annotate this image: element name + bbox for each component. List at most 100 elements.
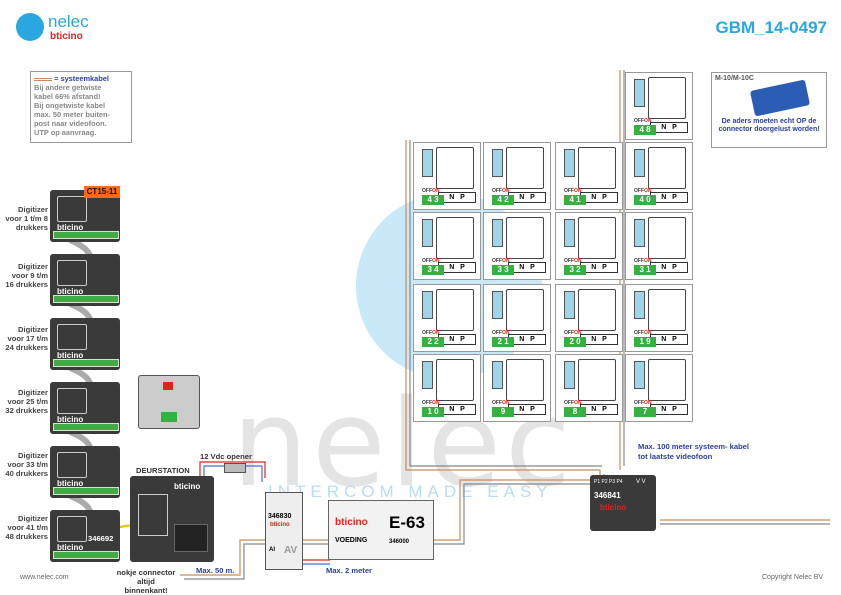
note-line: systeemkabel (60, 74, 109, 83)
unit-number: 1 9 (634, 337, 656, 347)
unit-number: 3 1 (634, 265, 656, 275)
part-number: 346692 (88, 534, 114, 543)
door-station-title: DEURSTATION (136, 466, 190, 475)
module-346841: P1 P2 P3 P4 V V 346841 bticino (590, 475, 656, 531)
digitizer-label: Digitizer voor 33 t/m 40 drukkers (5, 451, 48, 478)
unit-number: 1 0 (422, 407, 444, 417)
unit-number: 4 1 (564, 195, 586, 205)
terminal-block-icon (422, 291, 433, 319)
power-supply: bticino E-63 VOEDING 346000 (328, 500, 434, 560)
terminal-block-icon (564, 361, 575, 389)
digitizer-module: bticino (50, 190, 120, 242)
unit-number: 4 0 (634, 195, 656, 205)
logo-icon (16, 13, 44, 41)
legend-note: = systeemkabel Bij andere getwiste kabel… (30, 71, 132, 143)
digitizer-label: Digitizer voor 25 t/m 32 drukkers (5, 388, 48, 415)
handset-icon (506, 147, 544, 189)
terminal-block-icon (422, 149, 433, 177)
note-line: Bij ongetwiste kabel (34, 101, 106, 110)
digitizer-module: bticino (50, 382, 120, 434)
digitizer-label: Digitizer voor 17 t/m 24 drukkers (5, 325, 48, 352)
distance-label: Max. 100 meter systeem- kabel tot laatst… (638, 442, 750, 461)
brand-name: nelec (48, 12, 89, 31)
terminal-block-icon (492, 149, 503, 177)
watermark-tagline: INTERCOM MADE EASY (268, 482, 553, 501)
unit-number: 2 1 (492, 337, 514, 347)
handset-icon (578, 147, 616, 189)
website-link[interactable]: www.nelec.com (20, 574, 69, 581)
handset-icon (436, 289, 474, 331)
distance-label: Max. 50 m. (196, 566, 235, 575)
nokje-note: nokje connector altijd binnenkant! (116, 568, 176, 595)
unit-number: 9 (492, 407, 514, 417)
unit-number: 7 (634, 407, 656, 417)
terminal-block-icon (634, 79, 645, 107)
unit-number: 4 2 (492, 195, 514, 205)
digitizer-module: bticino (50, 510, 120, 562)
terminal-block-icon (422, 219, 433, 247)
digitizer-module: bticino (50, 318, 120, 370)
note-line: Bij andere getwiste (34, 83, 102, 92)
cable-symbol-icon (34, 77, 52, 81)
digitizer-label: Digitizer voor 1 t/m 8 drukkers (5, 205, 48, 232)
distance-label: Max. 2 meter (326, 566, 373, 575)
terminal-detail (138, 375, 200, 429)
handset-icon (506, 289, 544, 331)
module-346830: 346830 bticino AI AV (265, 492, 303, 570)
connector-icon (749, 79, 811, 117)
terminal-block-icon (492, 291, 503, 319)
brand-sub: bticino (50, 31, 83, 42)
digitizer-label: Digitizer voor 9 t/m 16 drukkers (5, 262, 48, 289)
unit-number: 4 8 (634, 125, 656, 135)
opener-label: 12 Vdc opener (200, 452, 252, 461)
note-line: post naar videofoon. (34, 119, 107, 128)
document-id: GBM_14-0497 (715, 18, 827, 37)
terminal-block-icon (564, 219, 575, 247)
handset-icon (436, 359, 474, 401)
note-line: UTP op aanvraag. (34, 128, 97, 137)
unit-number: 3 3 (492, 265, 514, 275)
handset-icon (648, 147, 686, 189)
handset-icon (436, 147, 474, 189)
handset-icon (578, 359, 616, 401)
terminal-block-icon (634, 149, 645, 177)
unit-number: 3 2 (564, 265, 586, 275)
digitizer-module: bticino (50, 254, 120, 306)
copyright: Copyright Nelec BV (762, 574, 824, 581)
terminal-block-icon (634, 291, 645, 319)
terminal-block-icon (492, 219, 503, 247)
handset-icon (578, 289, 616, 331)
handset-icon (648, 217, 686, 259)
door-opener-icon (224, 463, 246, 473)
terminal-block-icon (564, 291, 575, 319)
digitizer-label: Digitizer voor 41 t/m 48 drukkers (5, 514, 48, 541)
handset-icon (506, 217, 544, 259)
digitizer-module: bticino (50, 446, 120, 498)
handset-icon (648, 359, 686, 401)
handset-icon (578, 217, 616, 259)
terminal-block-icon (422, 361, 433, 389)
unit-number: 3 4 (422, 265, 444, 275)
unit-number: 8 (564, 407, 586, 417)
unit-number: 2 2 (422, 337, 444, 347)
door-station: bticino (130, 476, 214, 562)
handset-icon (648, 77, 686, 119)
handset-icon (436, 217, 474, 259)
terminal-block-icon (634, 219, 645, 247)
ct-label: CT15-11 (84, 186, 120, 198)
